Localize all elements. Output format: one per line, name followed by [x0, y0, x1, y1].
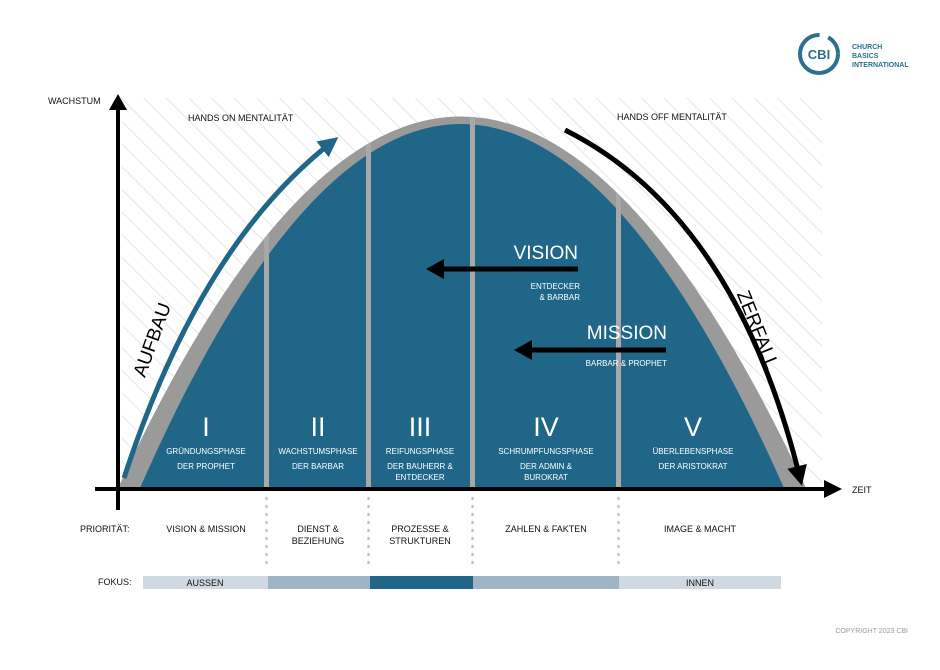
logo-line-2: BASICS	[852, 53, 879, 60]
phase-1: I GRÜNDUNGSPHASE DER PROPHET	[166, 412, 246, 471]
phase-dividers	[264, 116, 621, 488]
focus-segment-4	[473, 576, 619, 589]
vision-sub-1: ENTDECKER	[531, 282, 581, 291]
phase-2-role: DER BARBAR	[292, 462, 344, 471]
priority-2-line-2: BEZIEHUNG	[292, 536, 345, 546]
logo-line-1: CHURCH	[852, 44, 882, 51]
vision-title: VISION	[514, 243, 578, 264]
divider-3	[470, 116, 475, 488]
logo-mark: CBI	[808, 47, 830, 62]
focus-segment-2	[268, 576, 370, 589]
hands-off-label: HANDS OFF MENTALITÄT	[617, 112, 727, 122]
priority-2-line-1: DIENST &	[297, 524, 338, 534]
priority-3-line-1: PROZESSE &	[391, 524, 449, 534]
phase-3-role-1: DER BAUHERR &	[387, 462, 453, 471]
hands-on-label: HANDS ON MENTALITÄT	[188, 113, 294, 123]
phase-5-numeral: V	[684, 412, 702, 442]
phase-5: V ÜBERLEBENSPHASE DER ARISTOKRAT	[653, 412, 734, 471]
focus-segment-5	[619, 576, 781, 589]
phase-1-numeral: I	[202, 412, 210, 442]
logo-line-3: INTERNATIONAL	[852, 62, 909, 69]
zerfall-arrow	[563, 127, 807, 486]
focus-inner-label: INNEN	[686, 578, 714, 588]
phase-3-role-2: ENTDECKER	[395, 473, 445, 482]
focus-label: FOKUS:	[98, 577, 132, 587]
priority-label: PRIORITÄT:	[80, 524, 130, 534]
priority-5: IMAGE & MACHT	[664, 524, 737, 534]
y-axis-label: WACHSTUM	[48, 96, 101, 106]
phase-4-name: SCHRUMPFUNGSPHASE	[498, 447, 594, 456]
y-axis-arrowhead	[109, 94, 127, 110]
divider-1	[264, 116, 269, 488]
phase-3: III REIFUNGSPHASE DER BAUHERR & ENTDECKE…	[386, 412, 454, 482]
logo-ring-icon	[798, 33, 840, 75]
x-axis-arrowhead	[824, 480, 842, 498]
priority-1: VISION & MISSION	[166, 524, 246, 534]
phase-2: II WACHSTUMSPHASE DER BARBAR	[278, 412, 357, 471]
focus-segment-1	[143, 576, 268, 589]
phase-4-numeral: IV	[533, 412, 559, 442]
dotted-dividers	[265, 496, 620, 572]
focus-segment-3	[370, 576, 473, 589]
mission-arrow-head	[514, 340, 532, 360]
aufbau-arrow	[121, 137, 339, 479]
mission-sub: BARBAR & PROPHET	[586, 359, 667, 368]
divider-4	[616, 116, 621, 488]
priority-4: ZAHLEN & FAKTEN	[505, 524, 587, 534]
phase-4-role-2: BUROKRAT	[524, 473, 568, 482]
phase-5-role: DER ARISTOKRAT	[658, 462, 727, 471]
cbi-logo: CBI CHURCH BASICS INTERNATIONAL	[798, 33, 909, 75]
phase-4: IV SCHRUMPFUNGSPHASE DER ADMIN & BUROKRA…	[498, 412, 594, 482]
mission-title: MISSION	[587, 323, 667, 344]
phase-2-numeral: II	[310, 412, 325, 442]
x-axis-label: ZEIT	[852, 485, 872, 495]
phase-1-role: DER PROPHET	[177, 462, 235, 471]
vision-arrow-head	[426, 259, 444, 279]
phase-1-name: GRÜNDUNGSPHASE	[166, 447, 246, 456]
phase-5-name: ÜBERLEBENSPHASE	[653, 447, 734, 456]
phase-2-name: WACHSTUMSPHASE	[278, 447, 357, 456]
vision-sub-2: & BARBAR	[540, 293, 581, 302]
focus-outer-label: AUSSEN	[186, 578, 223, 588]
divider-2	[366, 116, 371, 488]
priority-3-line-2: STRUKTUREN	[389, 536, 451, 546]
copyright: COPYRIGHT 2023 CBI	[835, 628, 908, 635]
phase-4-role-1: DER ADMIN &	[520, 462, 573, 471]
phase-3-numeral: III	[409, 412, 432, 442]
phase-3-name: REIFUNGSPHASE	[386, 447, 454, 456]
curve-fill	[140, 124, 784, 488]
